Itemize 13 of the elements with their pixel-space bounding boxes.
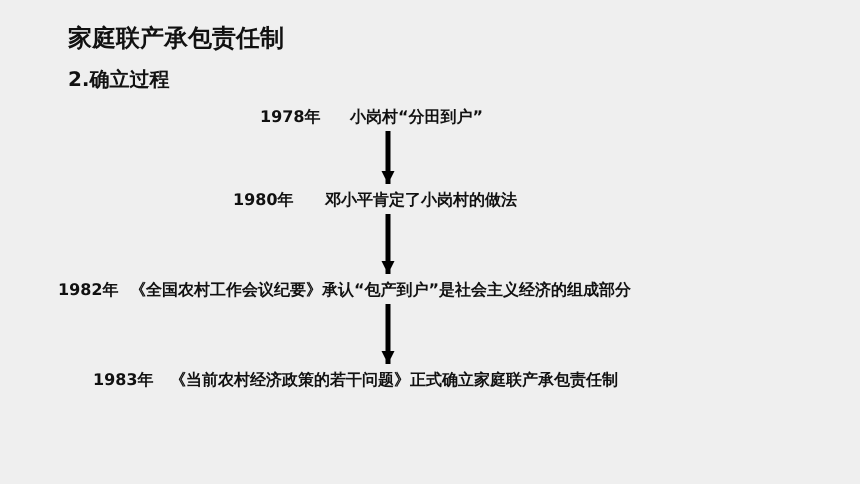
event-text: 《当前农村经济政策的若干问题》正式确立家庭联产承包责任制	[170, 369, 618, 391]
arrow	[382, 214, 394, 274]
event-text: 小岗村“分田到户”	[350, 106, 484, 128]
arrow	[382, 304, 394, 364]
section-heading: 2.确立过程	[68, 66, 170, 93]
year-label: 1982年	[58, 279, 119, 301]
title: 家庭联产承包责任制	[68, 23, 284, 54]
event-text: 邓小平肯定了小岗村的做法	[325, 189, 517, 211]
arrow	[382, 131, 394, 184]
year-label: 1983年	[93, 369, 154, 391]
year-label: 1978年	[260, 106, 321, 128]
year-label: 1980年	[233, 189, 294, 211]
event-text: 《全国农村工作会议纪要》承认“包产到户”是社会主义经济的组成部分	[130, 279, 632, 301]
